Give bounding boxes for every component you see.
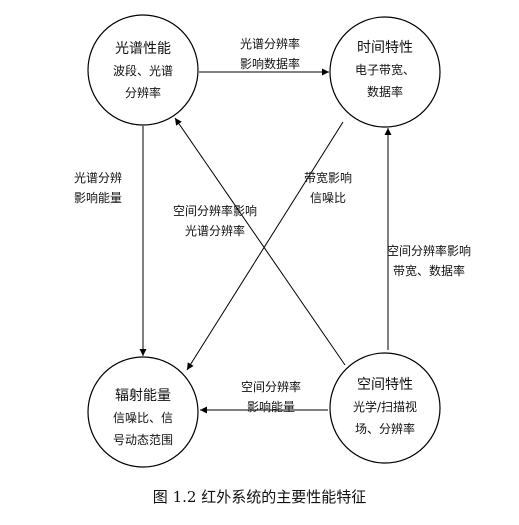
edge-label-line: 影响能量 [73, 191, 122, 205]
node-spectral-line2: 分辨率 [124, 86, 161, 100]
edge-label-line: 光谱分辨率 [184, 224, 245, 238]
node-radiometric-line1: 信噪比、信 [112, 411, 173, 425]
edge-label-line: 空间分辨率影响 [172, 204, 257, 218]
node-spatial-line2: 场、分辨率 [354, 422, 415, 436]
edge-label-line: 光谱分辨率 [239, 37, 300, 51]
edge-label-line: 影响能量 [246, 400, 295, 414]
edge-label-spectral-to-temporal: 光谱分辨率 影响数据率 [220, 34, 320, 74]
node-spatial-circle [329, 352, 441, 464]
edge-label-spatial-to-temporal: 空间分辨率影响 带宽、数据率 [374, 241, 484, 281]
edge-label-line: 空间分辨率影响 [386, 244, 471, 258]
edge-label-line: 带宽、数据率 [392, 264, 465, 278]
node-temporal-circle [329, 16, 441, 128]
edge-label-line: 带宽影响 [303, 171, 352, 185]
node-temporal-line1: 电子带宽、 [354, 63, 415, 77]
edge-label-line: 影响数据率 [239, 57, 300, 71]
edge-label-spectral-to-radiometric: 光谱分辨 影响能量 [60, 168, 136, 208]
node-spatial-title: 空间特性 [357, 377, 413, 393]
node-spectral-line1: 波段、光谱 [112, 64, 173, 78]
edge-label-line: 信噪比 [309, 191, 346, 205]
edge-label-temporal-to-radiometric: 带宽影响 信噪比 [290, 168, 366, 208]
node-spectral-circle [87, 14, 199, 126]
node-spectral: 光谱性能 波段、光谱 分辨率 [88, 38, 198, 104]
node-temporal-line2: 数据率 [366, 85, 403, 99]
node-temporal: 时间特性 电子带宽、 数据率 [330, 37, 440, 103]
node-radiometric-circle [87, 356, 199, 468]
figure-caption: 图 1.2 红外系统的主要性能特征 [152, 488, 367, 506]
edge-label-spatial-to-radiometric: 空间分辨率 影响能量 [226, 377, 316, 417]
edge-spatial-to-spectral [174, 117, 346, 366]
node-radiometric-title: 辐射能量 [115, 388, 171, 404]
node-spatial-line1: 光学/扫描视 [352, 400, 418, 414]
node-temporal-title: 时间特性 [357, 40, 413, 56]
edge-temporal-to-radiometric [186, 121, 344, 371]
node-spatial: 空间特性 光学/扫描视 场、分辨率 [330, 374, 440, 440]
edge-label-line: 光谱分辨 [73, 171, 122, 185]
node-spectral-title: 光谱性能 [115, 41, 171, 57]
edge-label-spatial-to-spectral: 空间分辨率影响 光谱分辨率 [160, 201, 270, 241]
edge-label-line: 空间分辨率 [240, 380, 301, 394]
node-radiometric-line2: 号动态范围 [112, 433, 173, 447]
node-radiometric: 辐射能量 信噪比、信 号动态范围 [88, 385, 198, 451]
